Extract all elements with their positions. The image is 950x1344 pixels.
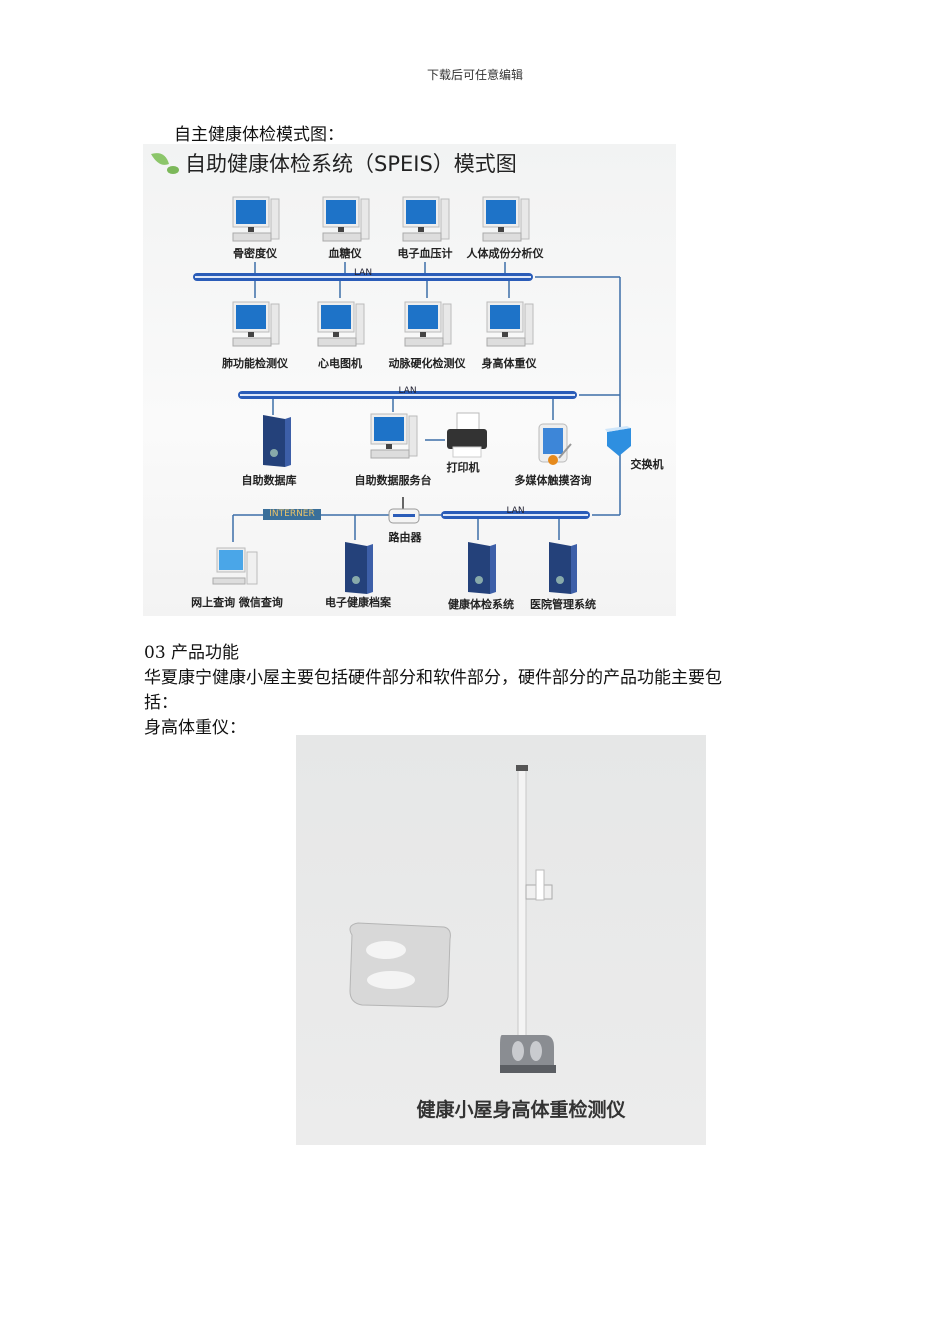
his-label: 医院管理系统 <box>530 598 596 611</box>
device-label: 血糖仪 <box>328 247 362 260</box>
ehr-label: 电子健康档案 <box>325 596 391 609</box>
switch-icon <box>605 426 631 456</box>
lan-label: LAN <box>398 386 417 396</box>
service-desk-label: 自助数据服务台 <box>354 474 432 487</box>
pc-icon <box>370 413 418 459</box>
server-icon <box>345 542 373 594</box>
lan-bus <box>193 273 533 281</box>
printer-label: 打印机 <box>446 461 480 474</box>
server-icon <box>468 542 496 594</box>
device-label: 身高体重仪 <box>481 357 537 370</box>
pc-icon <box>404 301 452 347</box>
server-icon <box>263 415 291 467</box>
network-lines <box>193 262 621 542</box>
device-label: 电子血压计 <box>397 247 453 260</box>
diagram-title: 自助健康体检系统（SPEIS）模式图 <box>185 152 517 176</box>
device-label: 身高体重仪： <box>144 718 246 738</box>
pc-icon <box>482 196 530 242</box>
tablet-icon <box>538 423 572 465</box>
pc-icon <box>232 301 280 347</box>
device-label: 人体成份分析仪 <box>466 247 544 260</box>
database-label: 自助数据库 <box>241 474 297 487</box>
desktop-icon <box>212 547 258 585</box>
internet-bar: INTERNER <box>263 509 321 520</box>
paragraph-line: 华夏康宁健康小屋主要包括硬件部分和软件部分，硬件部分的产品功能主要包 <box>144 668 722 688</box>
pc-icon <box>402 196 450 242</box>
lan-bus <box>441 511 590 519</box>
pc-icon <box>232 196 280 242</box>
router-icon <box>388 497 420 524</box>
page-header: 下载后可任意编辑 <box>426 68 523 82</box>
pc-icon <box>486 301 534 347</box>
lan-bus <box>238 391 577 399</box>
product-caption: 健康小屋身高体重检测仪 <box>416 1099 626 1121</box>
product-image: 健康小屋身高体重检测仪 <box>296 735 706 1145</box>
speis-diagram: 自助健康体检系统（SPEIS）模式图 LAN 骨密度仪 血糖仪 电子血压计人体成份分析… <box>143 144 676 616</box>
touch-kiosk-label: 多媒体触摸咨询 <box>514 474 592 487</box>
router-label: 路由器 <box>388 531 422 544</box>
device-label: 动脉硬化检测仪 <box>388 357 466 370</box>
exam-system-label: 健康体检系统 <box>448 598 514 611</box>
lan-label: LAN <box>353 268 373 278</box>
printer-icon <box>447 412 487 458</box>
pc-icon <box>322 196 370 242</box>
device-label: 心电图机 <box>318 357 362 370</box>
lan-label: LAN <box>506 506 525 516</box>
height-weight-scale-illustration <box>349 765 556 1073</box>
pc-icon <box>317 301 365 347</box>
section-heading: 03 产品功能 <box>144 643 240 663</box>
intro-label: 自主健康体检模式图： <box>174 125 344 145</box>
device-label: 骨密度仪 <box>233 247 277 260</box>
device-label: 肺功能检测仪 <box>222 357 288 370</box>
switch-label: 交换机 <box>630 458 664 471</box>
leaf-logo-icon <box>151 153 179 174</box>
server-icon <box>549 542 577 594</box>
paragraph-line: 括： <box>144 693 178 713</box>
online-query-label: 网上查询 微信查询 <box>191 596 283 609</box>
